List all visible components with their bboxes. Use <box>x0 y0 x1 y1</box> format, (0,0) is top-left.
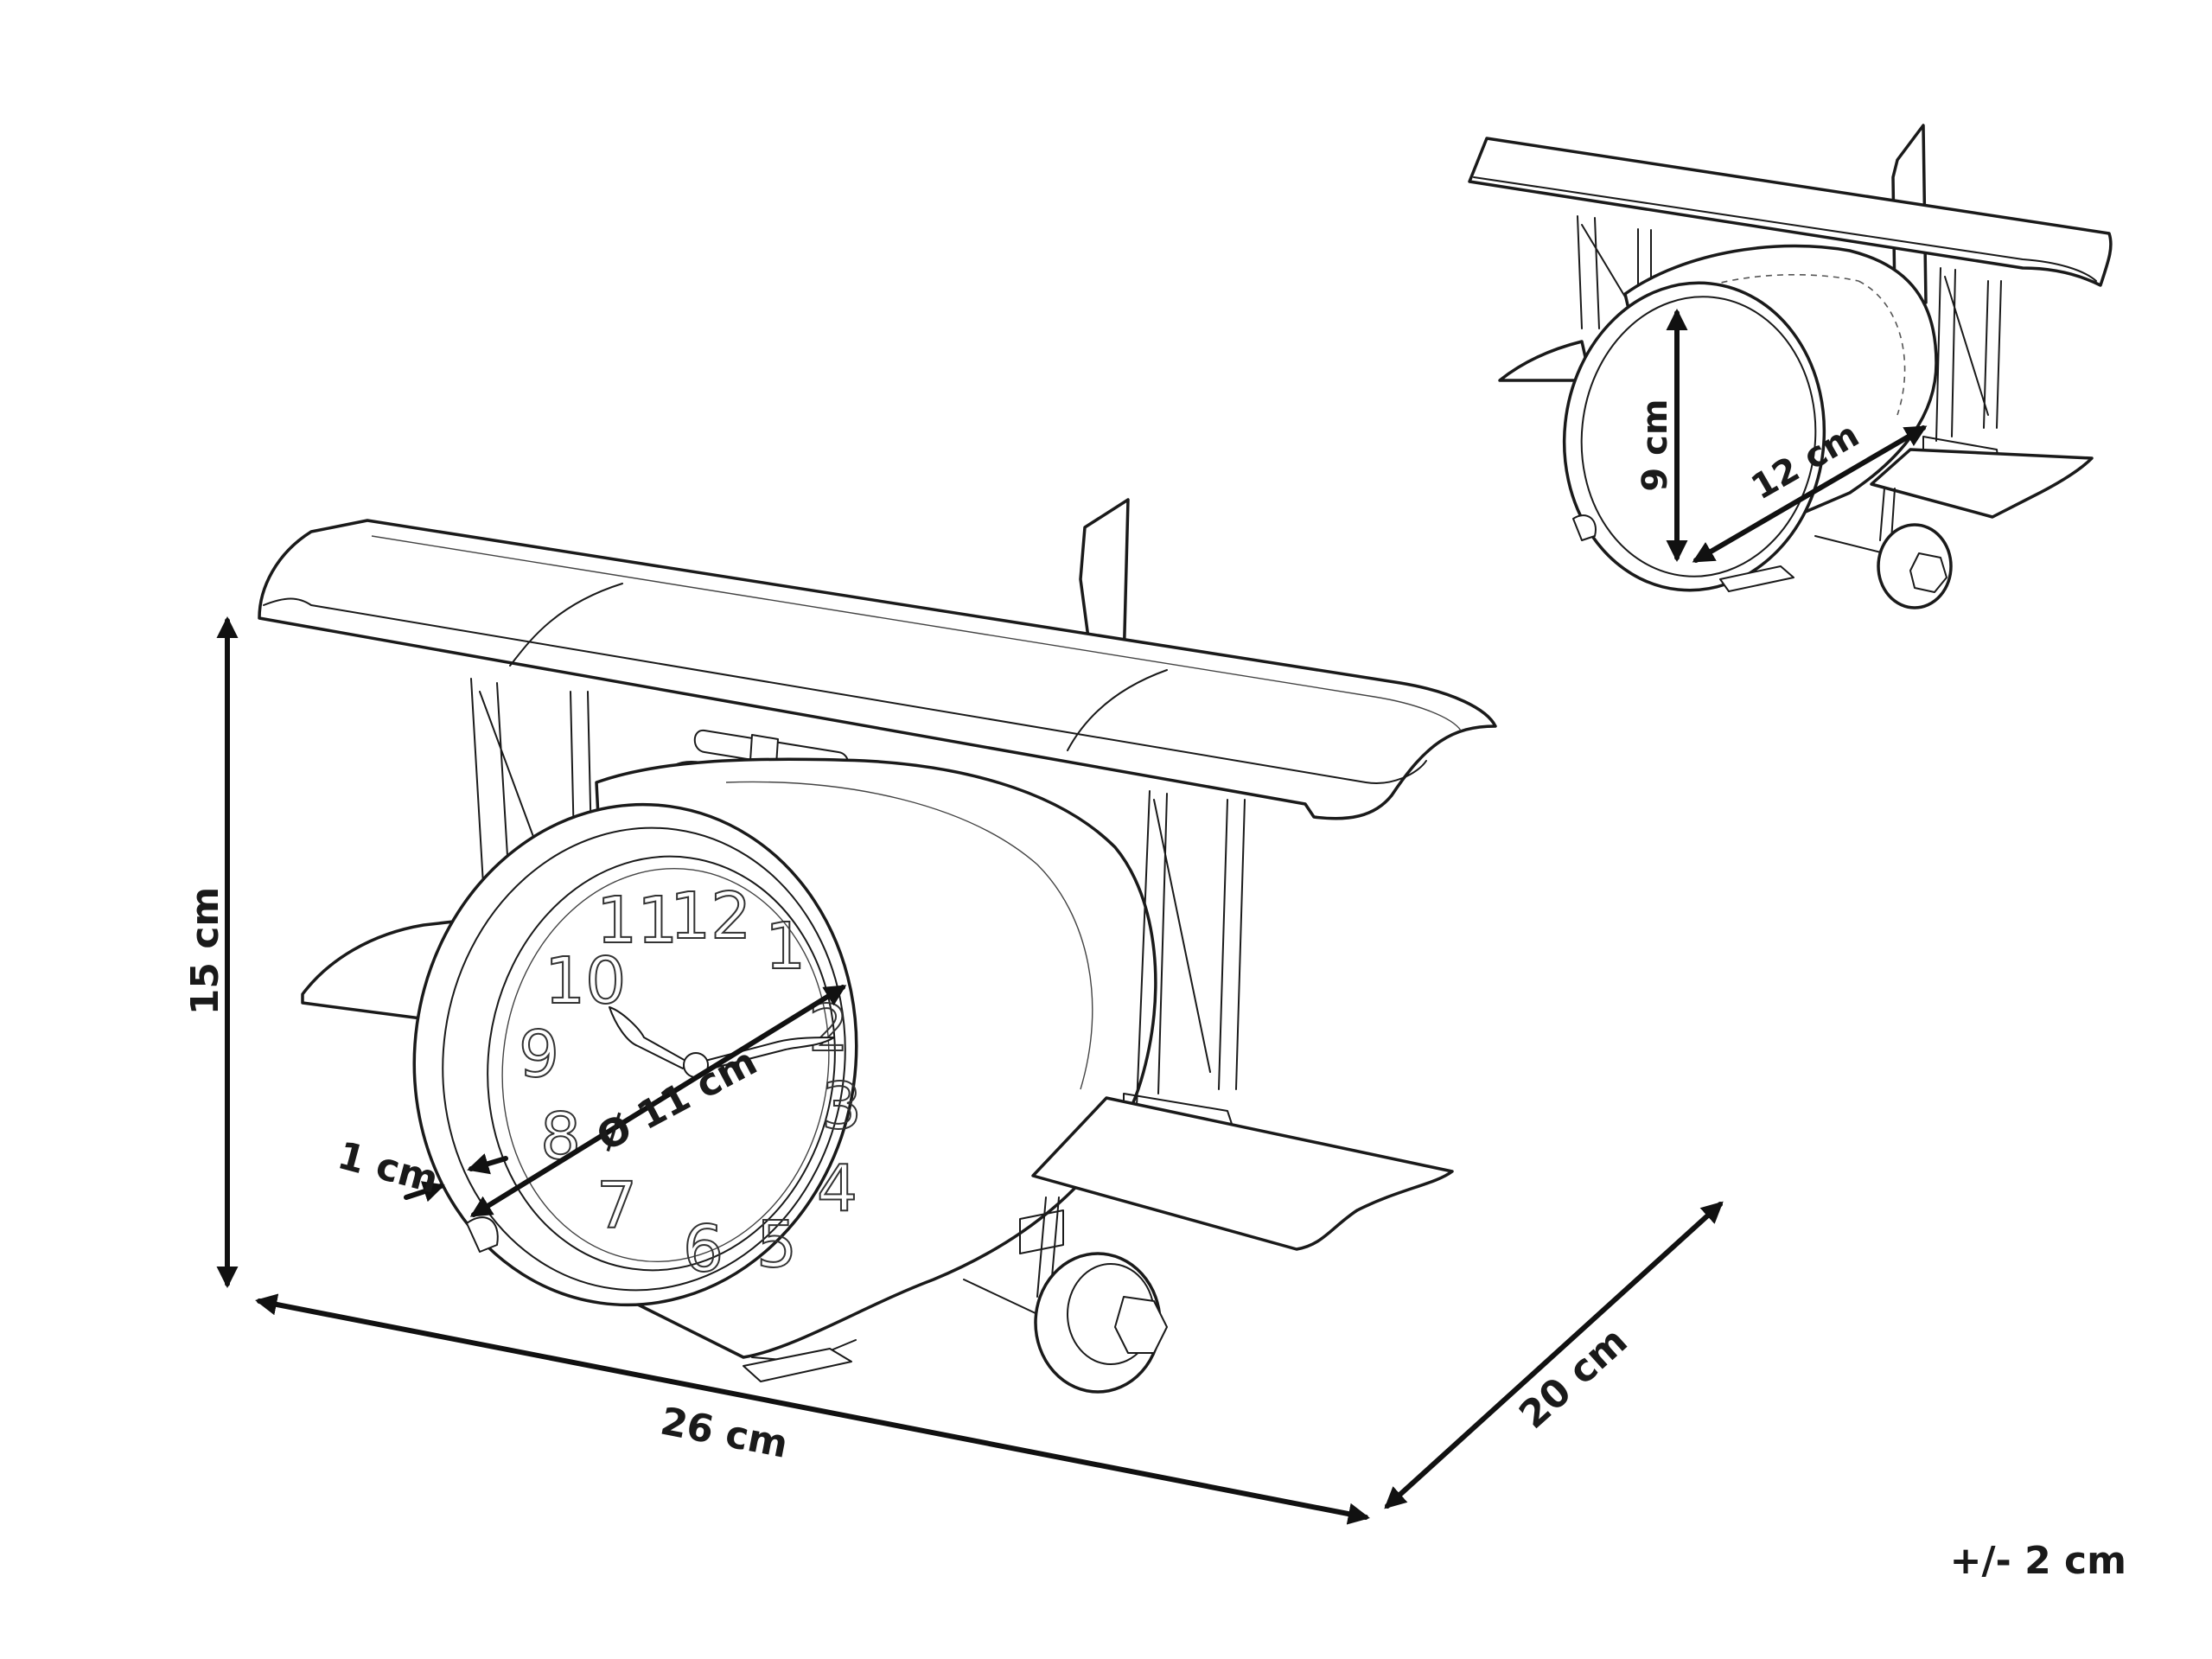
dimension-lines <box>216 308 1928 1525</box>
front-lower-wing-right <box>1870 448 2094 519</box>
front-wheel-hub <box>1909 552 1947 593</box>
dim-line-width <box>255 1293 1370 1525</box>
lower-wing-right <box>1031 1096 1454 1251</box>
dim-line-depth <box>1384 1201 1724 1509</box>
numeral: 7 <box>596 1169 637 1243</box>
front-strut-left <box>1577 215 1652 329</box>
upper-wing-seam-1 <box>509 583 623 667</box>
front-clock-foot <box>1572 514 1794 592</box>
dim-line-rim-2 <box>467 1153 508 1175</box>
dim-line-rim-1 <box>404 1181 445 1203</box>
clock-foot-left <box>466 1216 499 1253</box>
numeral: 5 <box>756 1208 797 1282</box>
dim-line-front-width <box>1692 425 1928 563</box>
strut-left <box>470 678 593 900</box>
front-lower-wing-left <box>1498 340 1592 382</box>
label-tolerance: +/- 2 cm <box>1950 1539 2126 1583</box>
upper-wing-seam-2 <box>1067 669 1168 751</box>
front-strut-right <box>1935 267 2002 442</box>
fuselage-inner-line <box>725 781 1093 1090</box>
upper-wing <box>258 519 1497 820</box>
numeral: 3 <box>821 1069 862 1144</box>
numeral: 11 <box>596 884 678 958</box>
numeral: 1 <box>765 909 806 984</box>
label-front-height: 9 cm <box>1635 399 1675 491</box>
front-upper-wing-edge <box>1473 176 2097 282</box>
airplane-front-view <box>1468 124 2113 609</box>
landing-gear <box>751 1196 1064 1362</box>
strut-right <box>1136 790 1246 1107</box>
dim-line-diameter <box>469 985 847 1217</box>
numeral: 9 <box>519 1018 559 1092</box>
upper-wing-edge <box>263 597 1427 784</box>
front-fuselage-dash-2 <box>1858 280 1906 416</box>
label-width: 26 cm <box>657 1400 791 1467</box>
numeral: 6 <box>683 1212 724 1286</box>
airplane-main-view: 11 12 1 10 2 9 3 8 4 7 6 5 <box>258 498 1497 1394</box>
numeral: 12 <box>670 879 751 954</box>
upper-wing-inner <box>371 535 1462 731</box>
numeral: 4 <box>817 1152 857 1226</box>
label-height: 15 cm <box>183 887 227 1015</box>
numeral: 10 <box>545 944 626 1018</box>
